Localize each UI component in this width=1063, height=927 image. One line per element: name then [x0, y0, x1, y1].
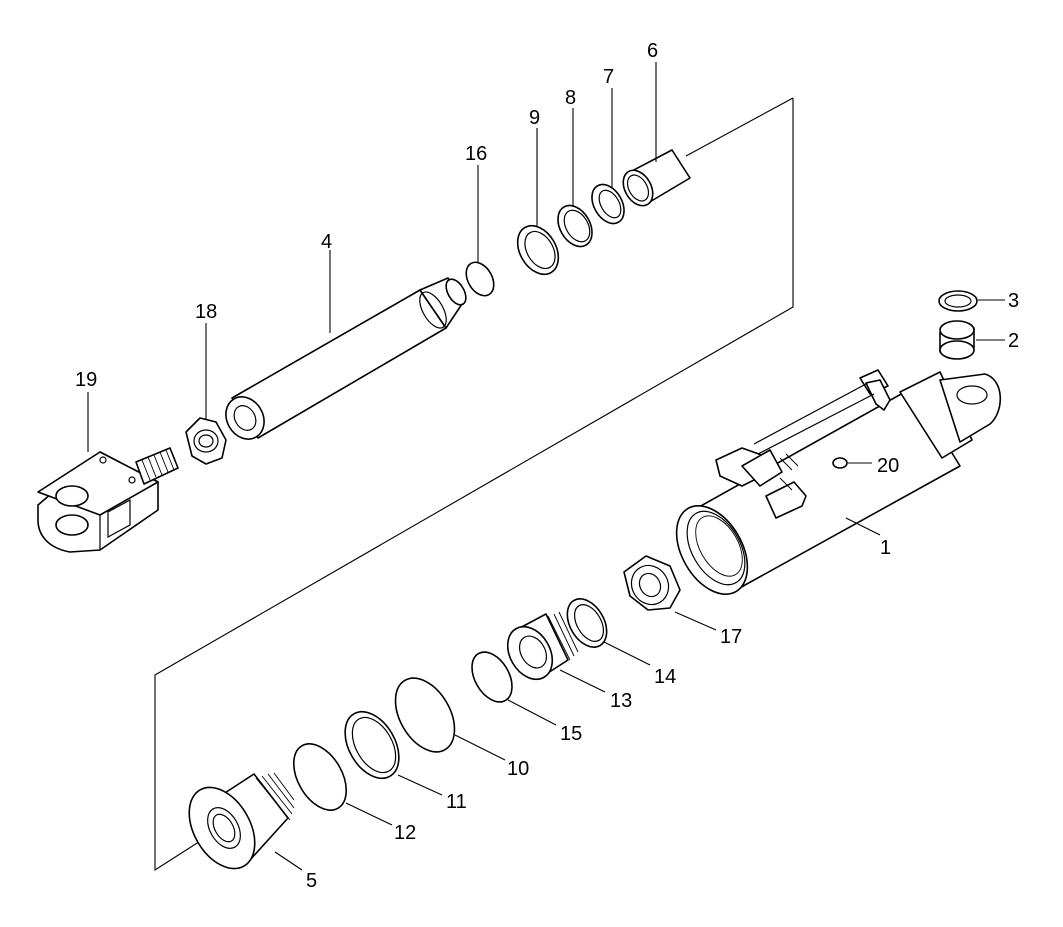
o-ring-part-10 — [394, 677, 456, 753]
callout-7: 7 — [603, 66, 614, 88]
leader-lines — [87, 62, 1005, 871]
nut-part-17 — [623, 555, 681, 611]
o-ring-part-12 — [292, 743, 348, 811]
callout-14: 14 — [654, 666, 676, 688]
gland-part-5 — [188, 772, 295, 870]
clevis-part-19 — [37, 447, 179, 553]
bushing-part-2 — [939, 320, 975, 360]
callout-1: 1 — [880, 537, 891, 559]
callout-19: 19 — [75, 369, 97, 391]
callout-9: 9 — [529, 107, 540, 129]
callout-13: 13 — [610, 690, 632, 712]
assembly-plane-lines — [154, 97, 794, 872]
o-ring-part-15 — [471, 651, 513, 703]
piston-part-13 — [506, 611, 579, 681]
o-ring-part-16 — [465, 261, 495, 297]
ring-part-14 — [566, 598, 608, 648]
callout-11: 11 — [446, 791, 467, 813]
callout-3: 3 — [1008, 290, 1019, 312]
split-ring-part-8 — [557, 204, 593, 248]
callout-10: 10 — [507, 758, 529, 780]
callout-16: 16 — [465, 143, 487, 165]
callout-5: 5 — [306, 870, 317, 892]
nut-part-18 — [185, 417, 227, 465]
ring-part-9 — [516, 224, 560, 276]
callout-6: 6 — [647, 40, 658, 62]
callout-8: 8 — [565, 87, 576, 109]
callout-labels: 1 2 3 4 5 6 7 8 9 10 11 12 13 14 15 16 1… — [75, 40, 1019, 892]
cylinder-barrel-part-1 — [675, 369, 1002, 595]
bushing-part-6 — [622, 149, 691, 207]
backup-ring-part-11 — [344, 710, 400, 780]
callout-20: 20 — [877, 455, 899, 477]
callout-15: 15 — [560, 723, 582, 745]
callout-18: 18 — [195, 301, 217, 323]
callout-12: 12 — [394, 822, 416, 844]
callout-2: 2 — [1008, 330, 1019, 352]
callout-4: 4 — [321, 231, 332, 253]
ring-part-3 — [938, 290, 978, 312]
wiper-ring-part-7 — [591, 183, 625, 225]
piston-rod-part-4 — [225, 277, 467, 440]
callout-17: 17 — [720, 626, 742, 648]
